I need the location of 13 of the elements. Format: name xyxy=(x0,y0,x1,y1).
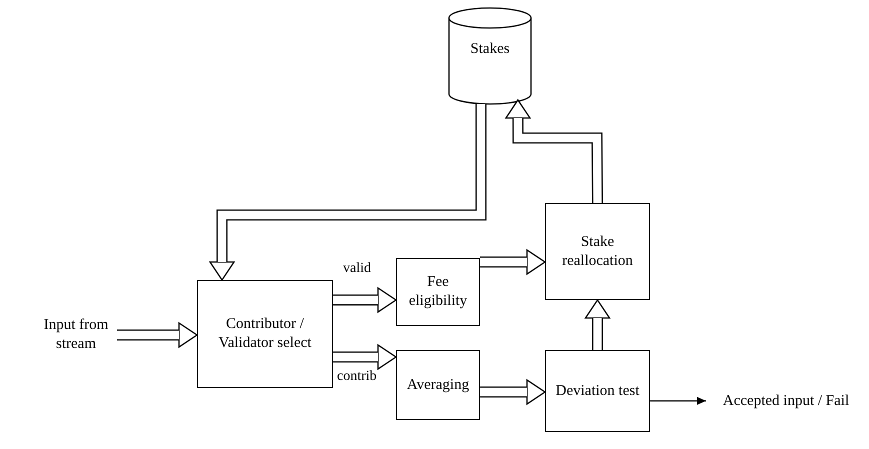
box-label: Averaging xyxy=(406,376,470,394)
process-box xyxy=(396,258,480,326)
process-box xyxy=(545,203,650,300)
flow-label: Accepted input / Fail xyxy=(722,392,850,410)
box-label: Contributor / Validator select xyxy=(218,315,312,353)
process-box xyxy=(396,350,480,420)
box-label: Stake reallocation xyxy=(561,232,634,270)
flow-label: Input from stream xyxy=(42,316,110,354)
process-box xyxy=(197,280,333,388)
process-box xyxy=(545,350,650,432)
box-label: Deviation test xyxy=(556,382,640,400)
cylinder-label: Stakes xyxy=(470,40,510,59)
box-label: Fee eligibility xyxy=(408,273,468,311)
